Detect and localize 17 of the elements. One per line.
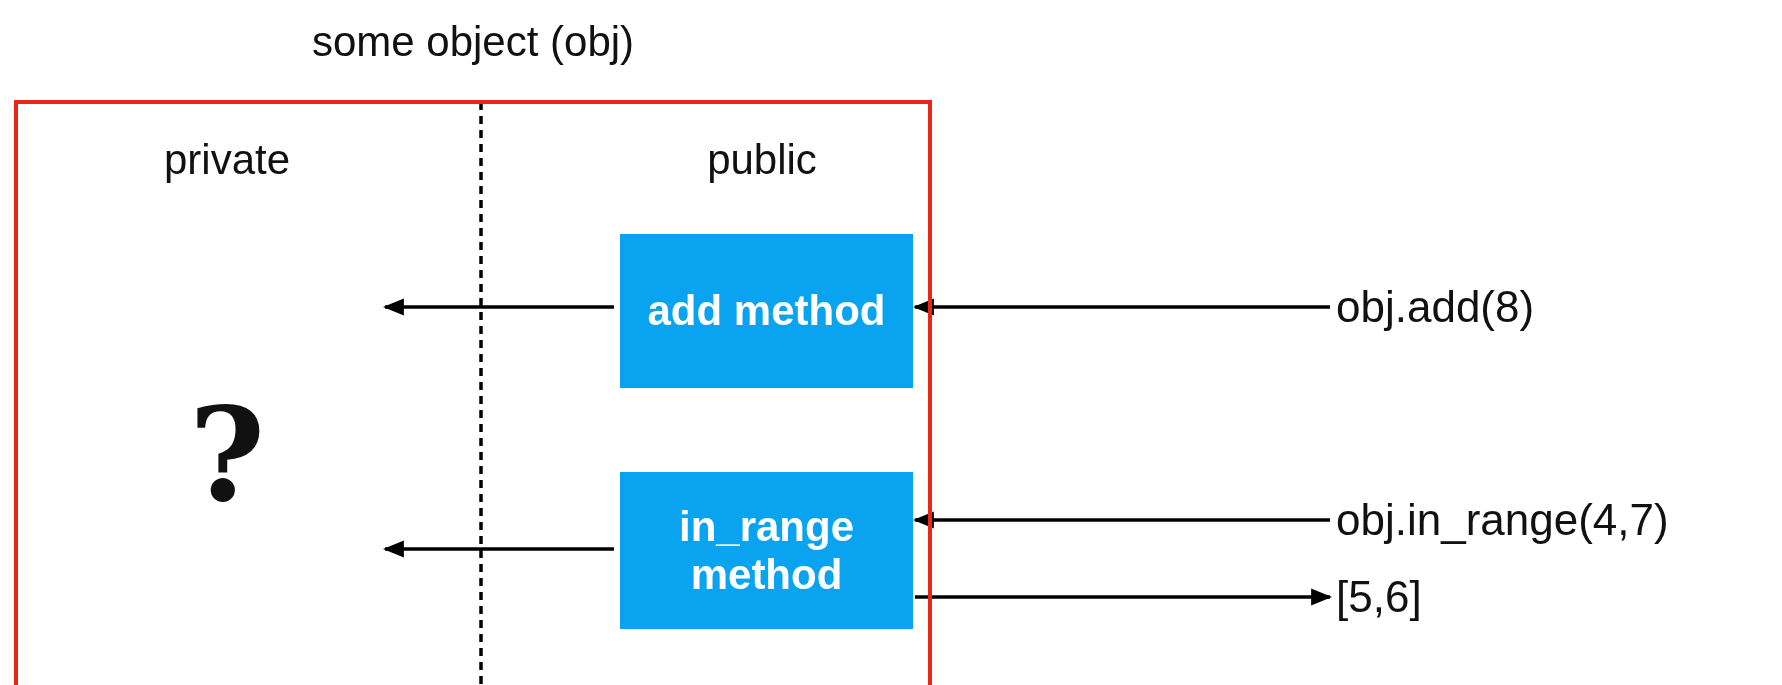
arrow	[912, 511, 1330, 529]
method-label: in_range method	[677, 503, 856, 598]
code-text: obj.add(8)	[1336, 279, 1535, 335]
method-box	[620, 472, 913, 629]
arrow	[912, 298, 1330, 316]
arrow	[382, 540, 614, 558]
method-box	[620, 234, 913, 388]
region-label: private	[162, 134, 292, 185]
arrow	[382, 298, 614, 316]
code-text: [5,6]	[1336, 569, 1422, 625]
code-text: obj.in_range(4,7)	[1336, 492, 1669, 548]
question-mark: ?	[187, 377, 267, 533]
object-frame	[14, 100, 932, 685]
region-label: public	[706, 134, 818, 185]
method-label: add method	[646, 287, 887, 335]
arrow	[915, 588, 1333, 606]
object-title: some object (obj)	[310, 18, 636, 66]
